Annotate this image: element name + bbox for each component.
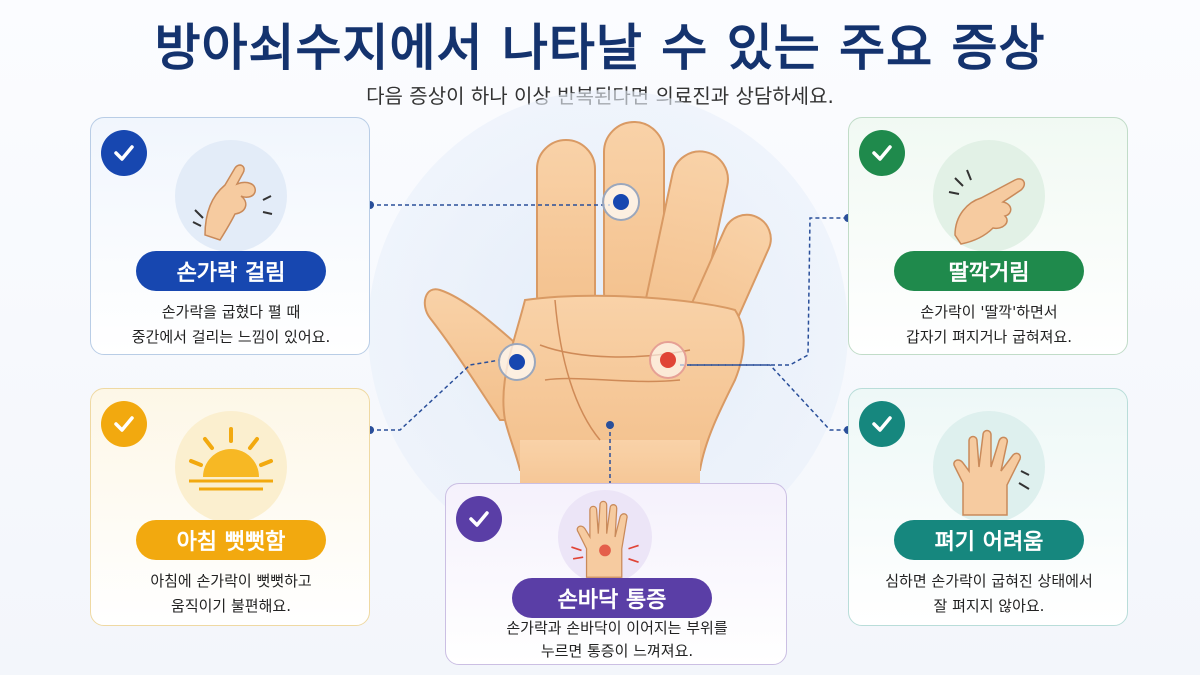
snapping-finger-icon (933, 140, 1045, 252)
check-icon (456, 496, 502, 542)
marker-thumb (498, 343, 536, 381)
symptom-description-line1: 손가락을 굽혔다 펼 때 (161, 303, 301, 321)
symptom-card-morning-stiffness: 아침 뻣뻣함 아침에 손가락이 뻣뻣하고 움직이기 불편해요. (90, 388, 370, 626)
symptom-description-line1: 손가락과 손바닥이 이어지는 부위를 (506, 619, 728, 637)
symptom-description-line2: 누르면 통증이 느껴져요. (540, 642, 694, 660)
stiff-hand-icon (933, 411, 1045, 523)
symptom-label: 펴기 어려움 (894, 520, 1084, 560)
check-icon (101, 130, 147, 176)
symptom-card-extension-difficulty: 펴기 어려움 심하면 손가락이 굽혀진 상태에서 잘 펴지지 않아요. (848, 388, 1128, 626)
symptom-card-finger-catching: 손가락 걸림 손가락을 굽혔다 펼 때 중간에서 걸리는 느낌이 있어요. (90, 117, 370, 355)
symptom-description-line1: 심하면 손가락이 굽혀진 상태에서 (885, 572, 1093, 590)
check-icon (101, 401, 147, 447)
bent-finger-icon (175, 140, 287, 252)
sunrise-icon (175, 411, 287, 523)
symptom-label: 딸깍거림 (894, 251, 1084, 291)
symptom-description-line1: 아침에 손가락이 뻣뻣하고 (150, 572, 312, 590)
check-icon (859, 130, 905, 176)
symptom-description-line2: 중간에서 걸리는 느낌이 있어요. (131, 328, 331, 346)
check-icon (859, 401, 905, 447)
symptom-label: 손가락 걸림 (136, 251, 326, 291)
connector-lines (370, 204, 848, 488)
symptom-label: 손바닥 통증 (512, 578, 712, 618)
marker-finger (602, 183, 640, 221)
symptom-description-line2: 갑자기 펴지거나 굽혀져요. (905, 328, 1073, 346)
symptom-description-line1: 손가락이 '딸깍'하면서 (920, 303, 1058, 321)
palm-pain-icon (558, 490, 652, 584)
marker-palm-pain (649, 341, 687, 379)
symptom-description-line2: 잘 펴지지 않아요. (933, 597, 1045, 615)
symptom-card-palm-pain: 손바닥 통증 손가락과 손바닥이 이어지는 부위를 누르면 통증이 느껴져요. (445, 483, 787, 665)
symptom-description-line2: 움직이기 불편해요. (171, 597, 291, 615)
page-title: 방아쇠수지에서 나타날 수 있는 주요 증상 (154, 19, 1046, 77)
symptom-card-snapping: 딸깍거림 손가락이 '딸깍'하면서 갑자기 펴지거나 굽혀져요. (848, 117, 1128, 355)
symptom-label: 아침 뻣뻣함 (136, 520, 326, 560)
